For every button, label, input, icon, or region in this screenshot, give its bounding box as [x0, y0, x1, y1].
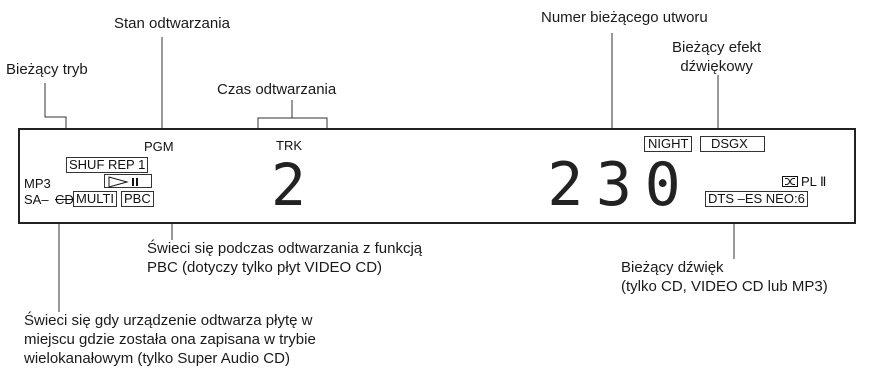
label-current-track-number: Numer bieżącego utworu: [541, 9, 708, 26]
front-panel-display: [18, 128, 856, 224]
counter-digit-2: 3: [595, 150, 633, 220]
counter-digit-3: 0: [644, 150, 681, 220]
dsgx-indicator: DSGX: [700, 136, 765, 152]
night-indicator: NIGHT: [644, 136, 693, 152]
dts-indicator: DTS –ES NEO:6: [705, 191, 808, 207]
label-current-mode: Bieżący tryb: [6, 61, 88, 78]
dolby-icon: [782, 176, 798, 187]
shuf-rep-indicator: SHUF REP 1: [66, 157, 149, 173]
pbc-indicator: PBC: [121, 191, 154, 207]
label-current-sound: Bieżący dźwięk (tylko CD, VIDEO CD lub M…: [621, 259, 828, 295]
label-pbc-note: Świeci się podczas odtwarzania z funkcją…: [147, 240, 423, 276]
cd-indicator: CD: [55, 192, 74, 207]
multi-indicator: MULTI: [73, 191, 118, 207]
trk-label: TRK: [276, 138, 302, 153]
label-playback-state: Stan odtwarzania: [114, 15, 230, 32]
pl2-indicator: PL Ⅱ: [801, 174, 827, 189]
mp3-indicator: MP3: [24, 176, 51, 191]
pgm-indicator: PGM: [144, 139, 174, 154]
track-digit: 2: [271, 151, 308, 219]
sa-label: SA–: [24, 192, 49, 207]
label-playback-time: Czas odtwarzania: [217, 81, 337, 98]
track-counter: 2 3 0: [541, 152, 687, 218]
play-pause-icon: [104, 174, 152, 188]
label-multichannel-note: Świeci się gdy urządzenie odtwarza płytę…: [24, 312, 316, 367]
counter-digit-1: 2: [547, 150, 584, 220]
label-current-sound-effect: Bieżący efekt dźwiękowy: [672, 39, 762, 75]
